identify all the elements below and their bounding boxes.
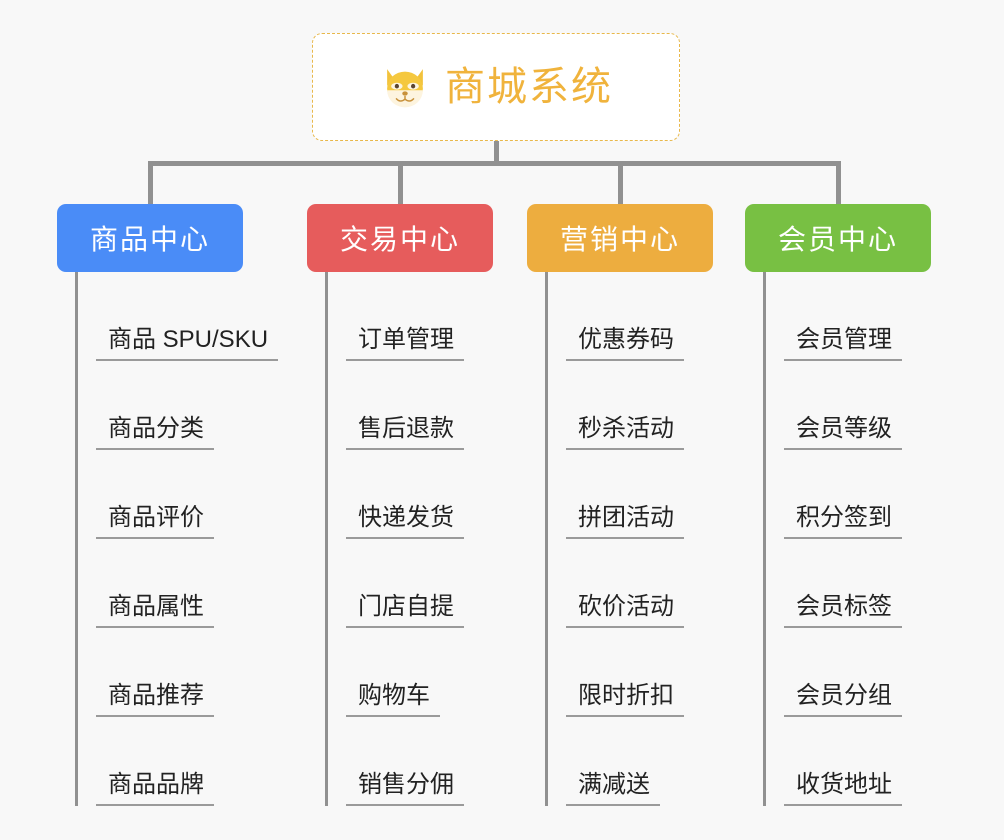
list-item[interactable]: 限时折扣 [566, 628, 745, 717]
leaf-label: 会员分组 [784, 682, 902, 717]
leaf-label: 会员管理 [784, 326, 902, 361]
branch-leaf-list-1: 商品 SPU/SKU 商品分类 商品评价 商品属性 商品推荐 商品品牌 [75, 272, 297, 806]
leaf-label: 收货地址 [784, 771, 902, 806]
root-node[interactable]: 商城系统 [312, 33, 680, 141]
leaf-label: 砍价活动 [566, 593, 684, 628]
leaf-label: 优惠券码 [566, 326, 684, 361]
list-item[interactable]: 商品推荐 [96, 628, 297, 717]
list-item[interactable]: 拼团活动 [566, 450, 745, 539]
branch-header-2[interactable]: 交易中心 [307, 204, 493, 272]
leaf-label: 门店自提 [346, 593, 464, 628]
leaf-label: 商品属性 [96, 593, 214, 628]
leaf-label: 会员等级 [784, 415, 902, 450]
connector-drop-2 [398, 161, 403, 206]
leaf-label: 商品评价 [96, 504, 214, 539]
list-item[interactable]: 秒杀活动 [566, 361, 745, 450]
branch-column-1: 商品中心 商品 SPU/SKU 商品分类 商品评价 商品属性 商品推荐 商品品牌 [57, 204, 297, 806]
branch-column-4: 会员中心 会员管理 会员等级 积分签到 会员标签 会员分组 收货地址 [745, 204, 965, 806]
leaf-label: 订单管理 [346, 326, 464, 361]
leaf-label: 商品品牌 [96, 771, 214, 806]
leaf-label: 商品 SPU/SKU [96, 326, 279, 361]
branch-leaf-list-4: 会员管理 会员等级 积分签到 会员标签 会员分组 收货地址 [763, 272, 965, 806]
list-item[interactable]: 商品 SPU/SKU [96, 272, 297, 361]
leaf-label: 积分签到 [784, 504, 902, 539]
list-item[interactable]: 积分签到 [784, 450, 965, 539]
list-item[interactable]: 优惠券码 [566, 272, 745, 361]
connector-drop-3 [618, 161, 623, 206]
branch-column-2: 交易中心 订单管理 售后退款 快递发货 门店自提 购物车 销售分佣 [307, 204, 527, 806]
branch-leaf-list-3: 优惠券码 秒杀活动 拼团活动 砍价活动 限时折扣 满减送 [545, 272, 745, 806]
list-item[interactable]: 门店自提 [346, 539, 527, 628]
list-item[interactable]: 商品评价 [96, 450, 297, 539]
shiba-dog-icon [379, 61, 431, 113]
leaf-label: 会员标签 [784, 593, 902, 628]
branch-header-4[interactable]: 会员中心 [745, 204, 931, 272]
leaf-label: 快递发货 [346, 504, 464, 539]
leaf-label: 商品分类 [96, 415, 214, 450]
branch-header-3[interactable]: 营销中心 [527, 204, 713, 272]
leaf-label: 商品推荐 [96, 682, 214, 717]
list-item[interactable]: 售后退款 [346, 361, 527, 450]
leaf-label: 限时折扣 [566, 682, 684, 717]
list-item[interactable]: 会员分组 [784, 628, 965, 717]
root-title: 商城系统 [445, 65, 613, 109]
list-item[interactable]: 销售分佣 [346, 717, 527, 806]
leaf-label: 销售分佣 [346, 771, 464, 806]
leaf-label: 售后退款 [346, 415, 464, 450]
list-item[interactable]: 收货地址 [784, 717, 965, 806]
connector-drop-1 [148, 161, 153, 206]
leaf-label: 购物车 [346, 682, 440, 717]
list-item[interactable]: 订单管理 [346, 272, 527, 361]
list-item[interactable]: 购物车 [346, 628, 527, 717]
connector-bus [148, 161, 841, 166]
leaf-label: 拼团活动 [566, 504, 684, 539]
connector-drop-4 [836, 161, 841, 206]
branch-header-1[interactable]: 商品中心 [57, 204, 243, 272]
list-item[interactable]: 快递发货 [346, 450, 527, 539]
leaf-label: 满减送 [566, 771, 660, 806]
list-item[interactable]: 会员等级 [784, 361, 965, 450]
list-item[interactable]: 满减送 [566, 717, 745, 806]
list-item[interactable]: 商品属性 [96, 539, 297, 628]
connector-root-stem [494, 141, 499, 165]
branch-leaf-list-2: 订单管理 售后退款 快递发货 门店自提 购物车 销售分佣 [325, 272, 527, 806]
list-item[interactable]: 会员管理 [784, 272, 965, 361]
list-item[interactable]: 商品品牌 [96, 717, 297, 806]
list-item[interactable]: 商品分类 [96, 361, 297, 450]
branch-column-3: 营销中心 优惠券码 秒杀活动 拼团活动 砍价活动 限时折扣 满减送 [527, 204, 745, 806]
list-item[interactable]: 砍价活动 [566, 539, 745, 628]
list-item[interactable]: 会员标签 [784, 539, 965, 628]
leaf-label: 秒杀活动 [566, 415, 684, 450]
